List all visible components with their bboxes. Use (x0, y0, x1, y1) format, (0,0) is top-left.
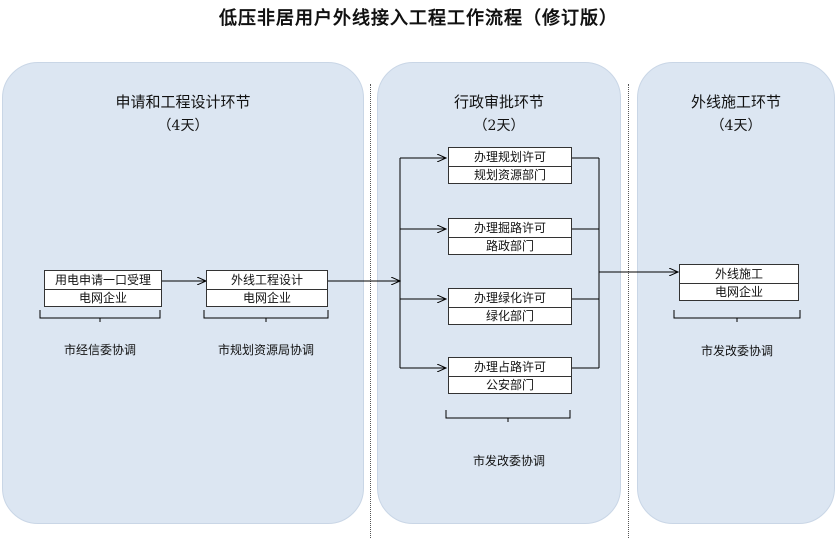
brace-accept (39, 310, 161, 322)
panel-apply-design-days: （4天） (157, 118, 209, 134)
box-apply-accept: 用电申请一口受理 电网企业 (44, 270, 162, 307)
panel-construction-title: 外线施工环节 (690, 93, 781, 111)
box-excavation-permit-task: 办理掘路许可 (449, 219, 571, 238)
box-line-construction: 外线施工 电网企业 (679, 264, 799, 301)
box-road-occupation-permit-dept: 公安部门 (485, 378, 534, 392)
box-line-design-dept: 电网企业 (242, 291, 291, 305)
brace-construct (673, 310, 801, 322)
box-line-design-task: 外线工程设计 (207, 271, 327, 290)
box-planning-permit-task: 办理规划许可 (449, 148, 571, 167)
page-title: 低压非居用户外线接入工程工作流程（修订版） (219, 8, 618, 29)
coordinator-line-design: 市规划资源局协调 (217, 343, 314, 357)
box-greening-permit: 办理绿化许可 绿化部门 (448, 288, 572, 325)
box-apply-accept-task: 用电申请一口受理 (45, 271, 161, 290)
box-apply-accept-dept: 电网企业 (78, 291, 127, 305)
box-road-occupation-permit: 办理占路许可 公安部门 (448, 357, 572, 394)
box-planning-permit: 办理规划许可 规划资源部门 (448, 147, 572, 184)
coordinator-admin: 市发改委协调 (472, 454, 545, 468)
box-road-occupation-permit-task: 办理占路许可 (449, 358, 571, 377)
panel-construction: 外线施工环节 （4天） (637, 62, 835, 524)
box-line-design: 外线工程设计 电网企业 (206, 270, 328, 307)
panel-admin-approval-title: 行政审批环节 (453, 93, 544, 111)
coordinator-apply-accept: 市经信委协调 (63, 343, 136, 357)
panel-apply-design-title: 申请和工程设计环节 (115, 93, 251, 111)
box-excavation-permit-dept: 路政部门 (485, 239, 534, 253)
separator-1 (370, 84, 371, 538)
brace-design (203, 310, 329, 322)
panel-admin-approval-days: （2天） (473, 118, 525, 134)
box-line-construction-task: 外线施工 (680, 265, 798, 284)
box-planning-permit-dept: 规划资源部门 (473, 168, 546, 182)
box-excavation-permit: 办理掘路许可 路政部门 (448, 218, 572, 255)
coordinator-construct: 市发改委协调 (700, 344, 773, 358)
box-line-construction-dept: 电网企业 (714, 285, 763, 299)
brace-admin (445, 410, 571, 422)
separator-2 (628, 84, 629, 538)
box-greening-permit-dept: 绿化部门 (485, 309, 534, 323)
box-greening-permit-task: 办理绿化许可 (449, 289, 571, 308)
panel-construction-days: （4天） (710, 118, 762, 134)
